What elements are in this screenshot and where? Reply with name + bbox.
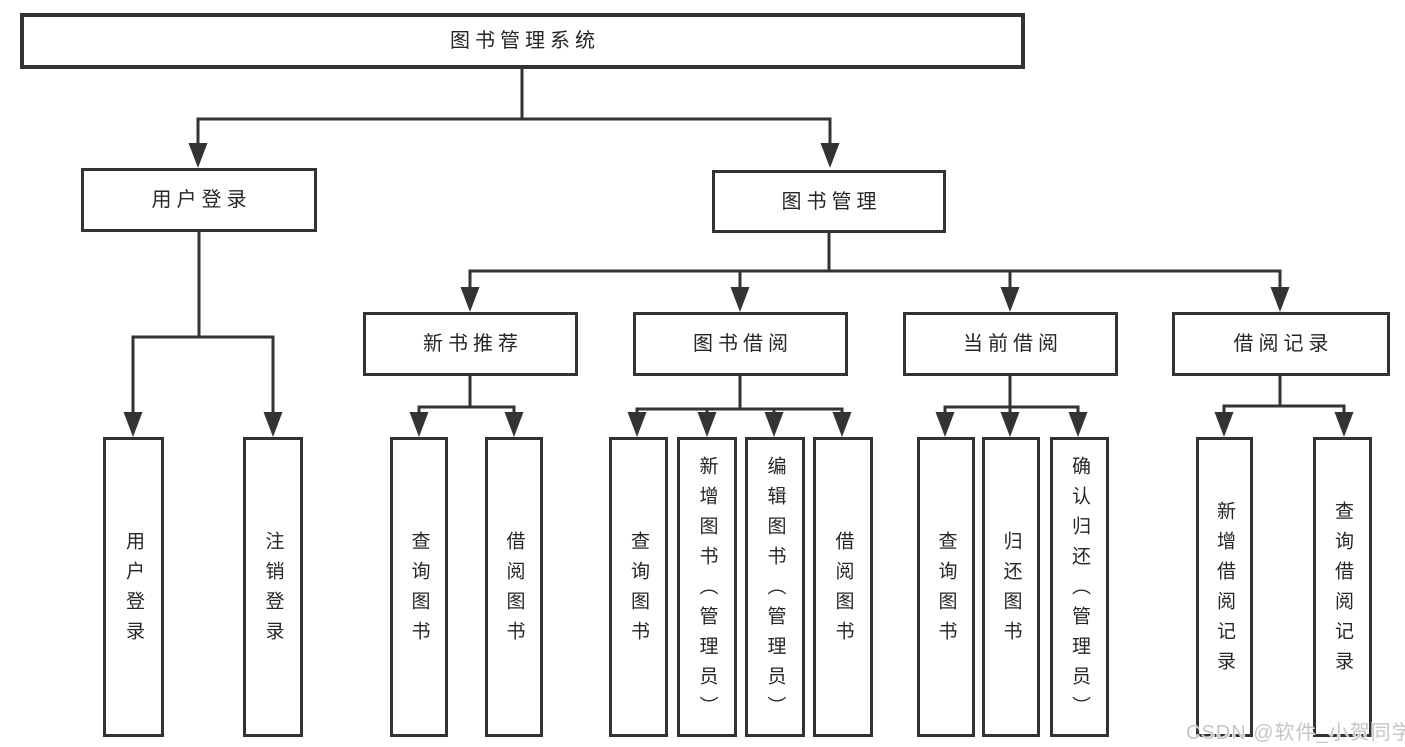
node-borrow-query-books: 查询图书 (609, 437, 668, 737)
node-new-book-recommend-label: 新书推荐 (423, 333, 523, 355)
connector-current (943, 376, 1080, 414)
connector-borrow (635, 376, 844, 414)
node-root-label: 图书管理系统 (450, 30, 600, 52)
node-edit-books-admin: 编辑图书（管理员） (745, 437, 805, 737)
node-query-borrow-record: 查询借阅记录 (1313, 437, 1372, 737)
node-borrow-borrow-books-label: 借阅图书 (832, 531, 854, 651)
node-recommend-query-books-label: 查询图书 (408, 531, 430, 651)
node-borrow-records: 借阅记录 (1172, 312, 1390, 376)
node-add-books-admin-label: 新增图书（管理员） (696, 456, 718, 726)
node-current-borrow: 当前借阅 (903, 312, 1118, 376)
node-add-borrow-record: 新增借阅记录 (1196, 437, 1253, 737)
node-borrow-borrow-books: 借阅图书 (813, 437, 873, 737)
node-user-login-label: 用户登录 (151, 189, 252, 211)
node-return-books-label: 归还图书 (1000, 531, 1022, 651)
node-user-login-leaf: 用户登录 (103, 437, 164, 737)
node-query-borrow-record-label: 查询借阅记录 (1332, 501, 1353, 681)
node-add-borrow-record-label: 新增借阅记录 (1214, 501, 1235, 681)
node-current-query-books-label: 查询图书 (935, 531, 957, 651)
connector-manage (468, 233, 1282, 288)
node-book-management: 图书管理 (712, 170, 946, 233)
node-confirm-return-admin: 确认归还（管理员） (1050, 437, 1109, 737)
node-current-borrow-label: 当前借阅 (963, 333, 1063, 355)
node-return-books: 归还图书 (982, 437, 1040, 737)
node-new-book-recommend: 新书推荐 (363, 312, 578, 376)
connector-login (131, 232, 275, 414)
node-current-query-books: 查询图书 (917, 437, 975, 737)
connector-root (196, 69, 832, 146)
csdn-watermark: CSDN @软件_小贺同学 (1186, 722, 1405, 744)
node-recommend-borrow-books-label: 借阅图书 (503, 531, 525, 651)
node-borrow-query-books-label: 查询图书 (628, 531, 649, 651)
node-book-management-label: 图书管理 (781, 190, 882, 213)
node-confirm-return-admin-label: 确认归还（管理员） (1069, 456, 1090, 726)
node-user-login: 用户登录 (81, 168, 317, 232)
node-book-borrow-label: 图书借阅 (693, 333, 793, 355)
node-recommend-borrow-books: 借阅图书 (485, 437, 543, 737)
node-book-borrow: 图书借阅 (633, 312, 848, 376)
node-recommend-query-books: 查询图书 (390, 437, 448, 737)
node-logout: 注销登录 (243, 437, 303, 737)
arrowheads (123, 143, 1354, 437)
connector-recommend (417, 376, 516, 414)
node-borrow-records-label: 借阅记录 (1233, 333, 1334, 355)
node-add-books-admin: 新增图书（管理员） (677, 437, 737, 737)
node-edit-books-admin-label: 编辑图书（管理员） (764, 456, 786, 726)
node-user-login-leaf-label: 用户登录 (123, 531, 144, 651)
node-logout-label: 注销登录 (262, 531, 284, 651)
node-root: 图书管理系统 (20, 13, 1025, 69)
connector-records (1222, 376, 1346, 413)
